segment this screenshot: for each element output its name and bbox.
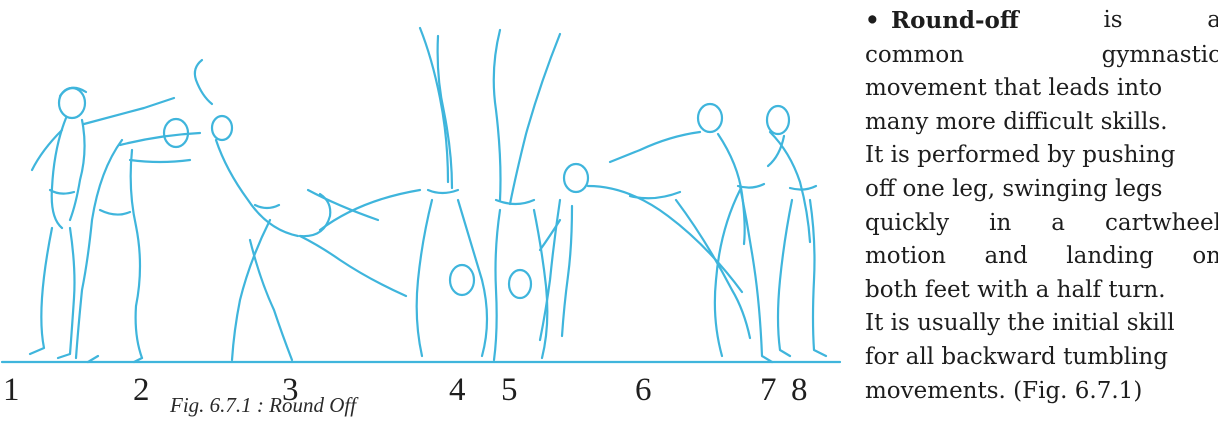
- word: gymnastic: [1101, 41, 1218, 68]
- stage-number-4: 4: [449, 372, 466, 408]
- stage-number-7: 7: [760, 372, 777, 408]
- gymnast-pose-5: [492, 28, 562, 362]
- text-line-11: for all backward tumbling: [865, 341, 1218, 375]
- text-line-12: movements. (Fig. 6.7.1): [865, 375, 1218, 409]
- text-line-4: many more difficult skills.: [865, 106, 1218, 140]
- text-line-6: off one leg, swinging legs: [865, 173, 1218, 207]
- line-text: many more difficult skills.: [865, 108, 1168, 135]
- text-line-5: It is performed by pushing: [865, 139, 1218, 173]
- stage-number-6: 6: [635, 372, 652, 408]
- gymnast-pose-7: [608, 102, 774, 364]
- text-line-2: common gymnastic: [865, 39, 1218, 73]
- line-text: for all backward tumbling: [865, 343, 1168, 370]
- line-text: both feet with a half turn.: [865, 276, 1166, 303]
- text-line-1: • Round-off is a: [865, 4, 1218, 39]
- gymnast-pose-6: [538, 162, 752, 342]
- text-line-10: It is usually the initial skill: [865, 307, 1218, 341]
- line-text: movements. (Fig. 6.7.1): [865, 377, 1143, 404]
- gymnast-pose-3: [193, 58, 408, 362]
- bullet-point: •: [865, 7, 880, 34]
- figure-caption: Fig. 6.7.1 : Round Off: [170, 393, 357, 417]
- word: motion: [865, 243, 946, 270]
- word: common: [865, 41, 965, 68]
- word: is: [1103, 7, 1123, 33]
- word: quickly: [865, 209, 950, 236]
- stage-number-2: 2: [133, 372, 150, 408]
- line-text: off one leg, swinging legs: [865, 175, 1163, 202]
- stage-number-8: 8: [791, 372, 808, 408]
- text-line-8: motion and landing on: [865, 240, 1218, 274]
- gymnast-pose-1: [28, 86, 176, 360]
- stage-number-3: 3: [282, 372, 299, 408]
- word: a: [1051, 209, 1066, 236]
- line-text: movement that leads into: [865, 75, 1163, 102]
- term-round-off: Round-off: [891, 7, 1019, 34]
- line-text: It is usually the initial skill: [865, 310, 1175, 337]
- text-line-7: quickly in a cartwheel: [865, 207, 1218, 241]
- word: a: [1207, 7, 1218, 33]
- round-off-illustration: [0, 26, 842, 364]
- round-off-figure: 1 2 3 4 5 6 7 8 Fig. 6.7.1 : Round Off: [0, 26, 842, 417]
- word: on: [1192, 243, 1218, 270]
- text-line-9: both feet with a half turn.: [865, 274, 1218, 308]
- gymnast-pose-8: [765, 104, 828, 358]
- word: landing: [1066, 243, 1154, 270]
- gymnast-pose-2: [74, 117, 202, 364]
- word: in: [989, 209, 1012, 236]
- word: and: [984, 243, 1028, 270]
- line-text: It is performed by pushing: [865, 142, 1176, 169]
- round-off-description: • Round-off is a common gymnastic moveme…: [865, 4, 1218, 408]
- stage-number-1: 1: [3, 372, 20, 408]
- stage-number-5: 5: [501, 372, 518, 408]
- gymnast-pose-4: [306, 26, 489, 358]
- text-line-3: movement that leads into: [865, 72, 1218, 106]
- word: cartwheel: [1105, 209, 1218, 236]
